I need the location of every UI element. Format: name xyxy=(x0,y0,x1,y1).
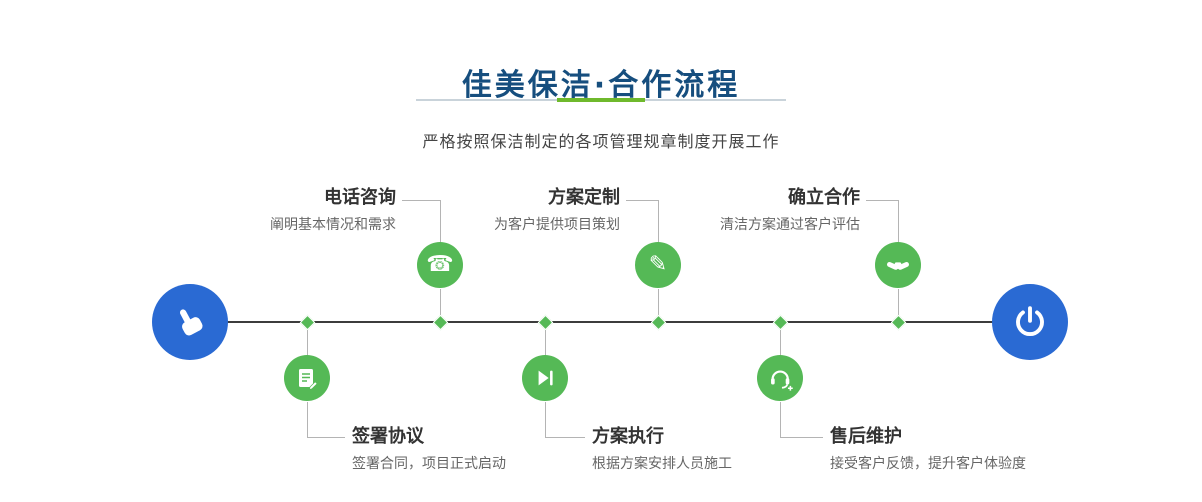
timeline-line xyxy=(190,321,1030,323)
connector xyxy=(545,437,585,438)
connector xyxy=(658,289,659,318)
timeline-diamond xyxy=(537,314,554,331)
step-phone-label: 电话咨询 阐明基本情况和需求 xyxy=(270,186,396,234)
connector xyxy=(898,200,899,243)
step-phone-circle: ☎ xyxy=(417,242,463,288)
connector xyxy=(898,289,899,318)
step-title: 售后维护 xyxy=(830,426,902,447)
connector xyxy=(866,200,898,201)
step-desc: 签署合同，项目正式启动 xyxy=(352,456,506,472)
connector xyxy=(307,328,308,356)
pointer-hand-icon xyxy=(179,309,203,336)
connector xyxy=(307,402,308,438)
step-title: 确立合作 xyxy=(788,187,860,208)
step-desc: 清洁方案通过客户评估 xyxy=(720,217,860,233)
timeline-diamond xyxy=(299,314,316,331)
step-execution-label: 方案执行 根据方案安排人员施工 xyxy=(592,425,732,473)
step-agreement-label: 签署协议 签署合同，项目正式启动 xyxy=(352,425,506,473)
step-desc: 接受客户反馈，提升客户体验度 xyxy=(830,456,1026,472)
step-title: 电话咨询 xyxy=(324,187,396,208)
phone-icon: ☎ xyxy=(426,252,454,277)
power-icon xyxy=(1016,306,1044,336)
handshake-icon xyxy=(887,261,909,270)
title-divider-accent xyxy=(557,98,645,102)
connector xyxy=(545,402,546,438)
connector xyxy=(780,402,781,438)
step-cooperation-label: 确立合作 清洁方案通过客户评估 xyxy=(720,186,860,234)
step-title: 签署协议 xyxy=(352,426,424,447)
step-desc: 阐明基本情况和需求 xyxy=(270,217,396,233)
step-aftersales-label: 售后维护 接受客户反馈，提升客户体验度 xyxy=(830,425,1026,473)
connector xyxy=(307,437,345,438)
step-plan-circle: ✎ xyxy=(635,242,681,288)
timeline-diamond xyxy=(890,314,907,331)
page-title: 佳美保洁·合作流程 xyxy=(461,68,741,104)
step-agreement-circle xyxy=(284,355,330,401)
connector xyxy=(780,437,823,438)
connector xyxy=(626,200,658,201)
headset-icon xyxy=(770,370,793,391)
play-icon xyxy=(538,370,553,386)
step-cooperation-circle xyxy=(875,242,921,288)
page-subtitle: 严格按照保洁制定的各项管理规章制度开展工作 xyxy=(422,132,780,151)
connector xyxy=(402,200,440,201)
step-desc: 为客户提供项目策划 xyxy=(494,217,620,233)
timeline-diamond xyxy=(772,314,789,331)
timeline-diamond xyxy=(650,314,667,331)
start-node xyxy=(152,284,228,360)
step-plan-label: 方案定制 为客户提供项目策划 xyxy=(494,186,620,234)
connector xyxy=(440,200,441,243)
step-title: 方案执行 xyxy=(592,426,664,447)
step-title: 方案定制 xyxy=(548,187,620,208)
pencil-icon: ✎ xyxy=(648,252,668,277)
connector xyxy=(440,289,441,318)
end-node xyxy=(992,284,1068,360)
step-execution-circle xyxy=(522,355,568,401)
step-desc: 根据方案安排人员施工 xyxy=(592,456,732,472)
connector xyxy=(545,328,546,356)
connector xyxy=(780,328,781,356)
document-sign-icon xyxy=(299,369,318,390)
connector xyxy=(658,200,659,243)
timeline-diamond xyxy=(432,314,449,331)
step-aftersales-circle xyxy=(757,355,803,401)
